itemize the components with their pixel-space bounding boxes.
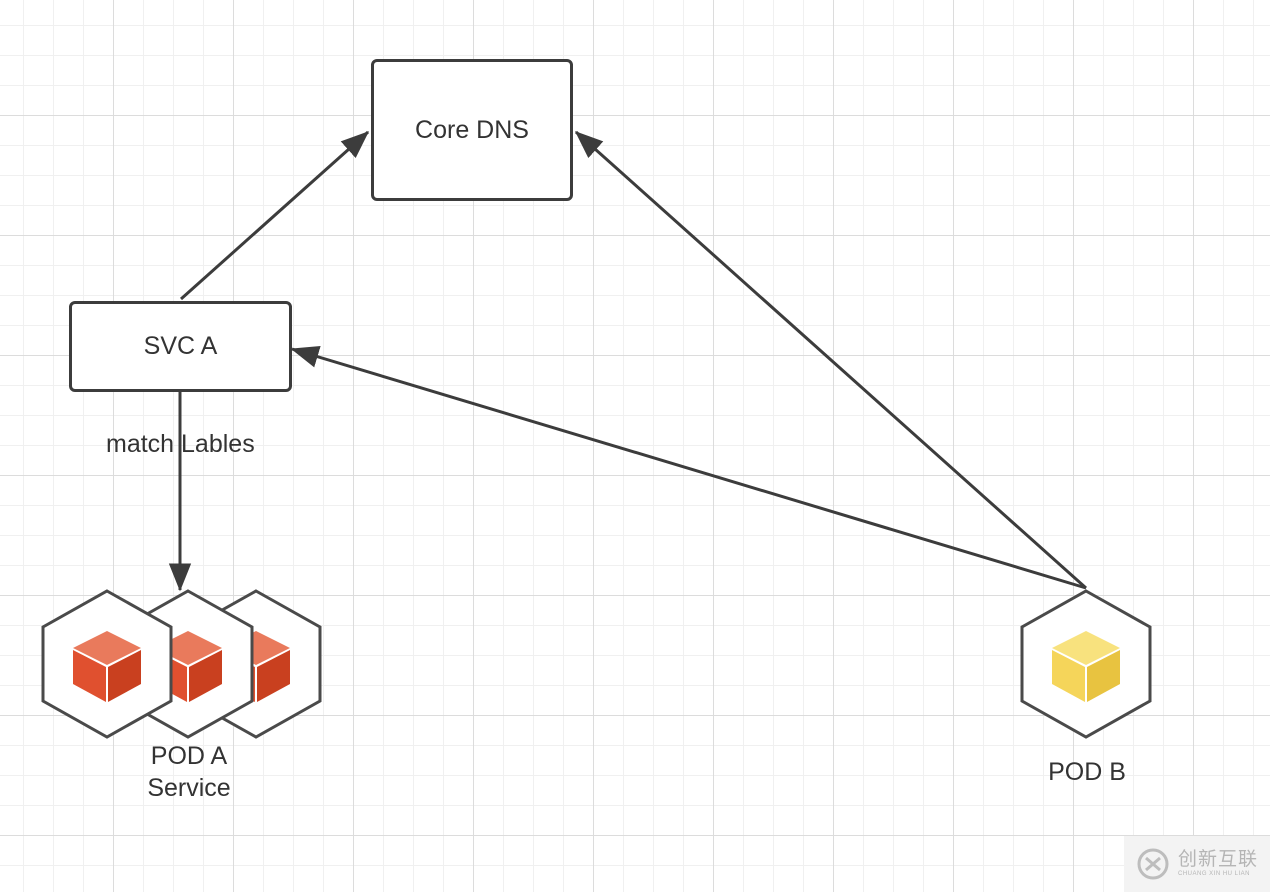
pod-b-label: POD B: [1048, 758, 1126, 786]
watermark-sub-text: CHUANG XIN HU LIAN: [1178, 870, 1251, 877]
watermark-main-text: 创新互联: [1178, 848, 1259, 870]
pod-a-label-line2: Service: [147, 774, 231, 802]
core-dns-label: Core DNS: [415, 115, 529, 144]
edge-pod-b-to-core-dns: [574, 130, 1087, 590]
edge-pod-b-to-svc-a: [290, 345, 1087, 590]
match-labels-edge-label: match Lables: [106, 430, 255, 458]
pod-b-cube: [1020, 589, 1152, 739]
svc-a-node[interactable]: SVC A: [69, 301, 292, 392]
pod-a-label-line1: POD A: [150, 742, 228, 770]
pod-a-label: POD A Service: [147, 740, 230, 804]
core-dns-node[interactable]: Core DNS: [371, 59, 573, 201]
svc-a-label: SVC A: [143, 332, 218, 360]
pod-a-cube-1: [41, 589, 173, 739]
edge-svc-a-to-core-dns: [180, 130, 370, 301]
watermark: 创新互联 CHUANG XIN HU LIAN: [1124, 836, 1270, 892]
watermark-logo-icon: [1137, 848, 1169, 880]
